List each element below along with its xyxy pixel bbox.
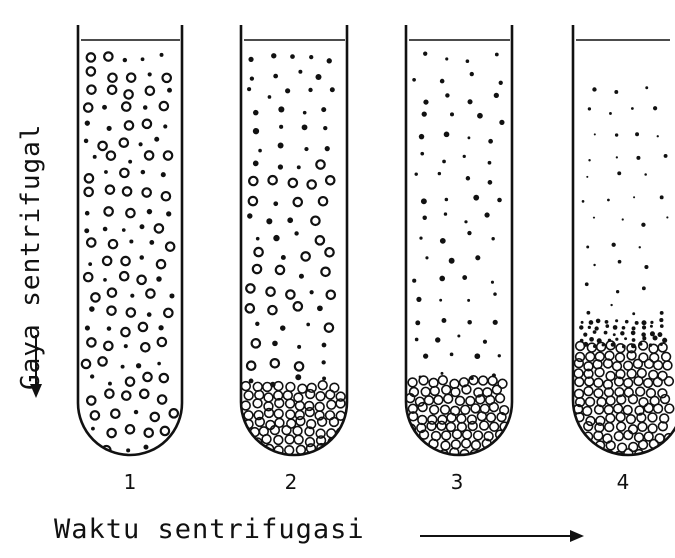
particles: [406, 52, 511, 461]
particles: [573, 86, 674, 461]
particles: [241, 53, 347, 456]
x-axis-arrow: [420, 530, 584, 542]
x-axis-label: Waktu sentrifugasi: [54, 514, 365, 545]
test-tube-1: [78, 25, 182, 455]
test-tube-2: [241, 25, 347, 456]
tube-number-2: 2: [271, 470, 311, 494]
y-axis-label: Gaya sentrifugal: [16, 10, 46, 390]
test-tube-3: [406, 25, 512, 460]
tube-number-4: 4: [603, 470, 643, 494]
test-tube-4: [573, 25, 675, 461]
tube-number-3: 3: [437, 470, 477, 494]
particles: [82, 52, 178, 454]
tube-number-1: 1: [110, 470, 150, 494]
